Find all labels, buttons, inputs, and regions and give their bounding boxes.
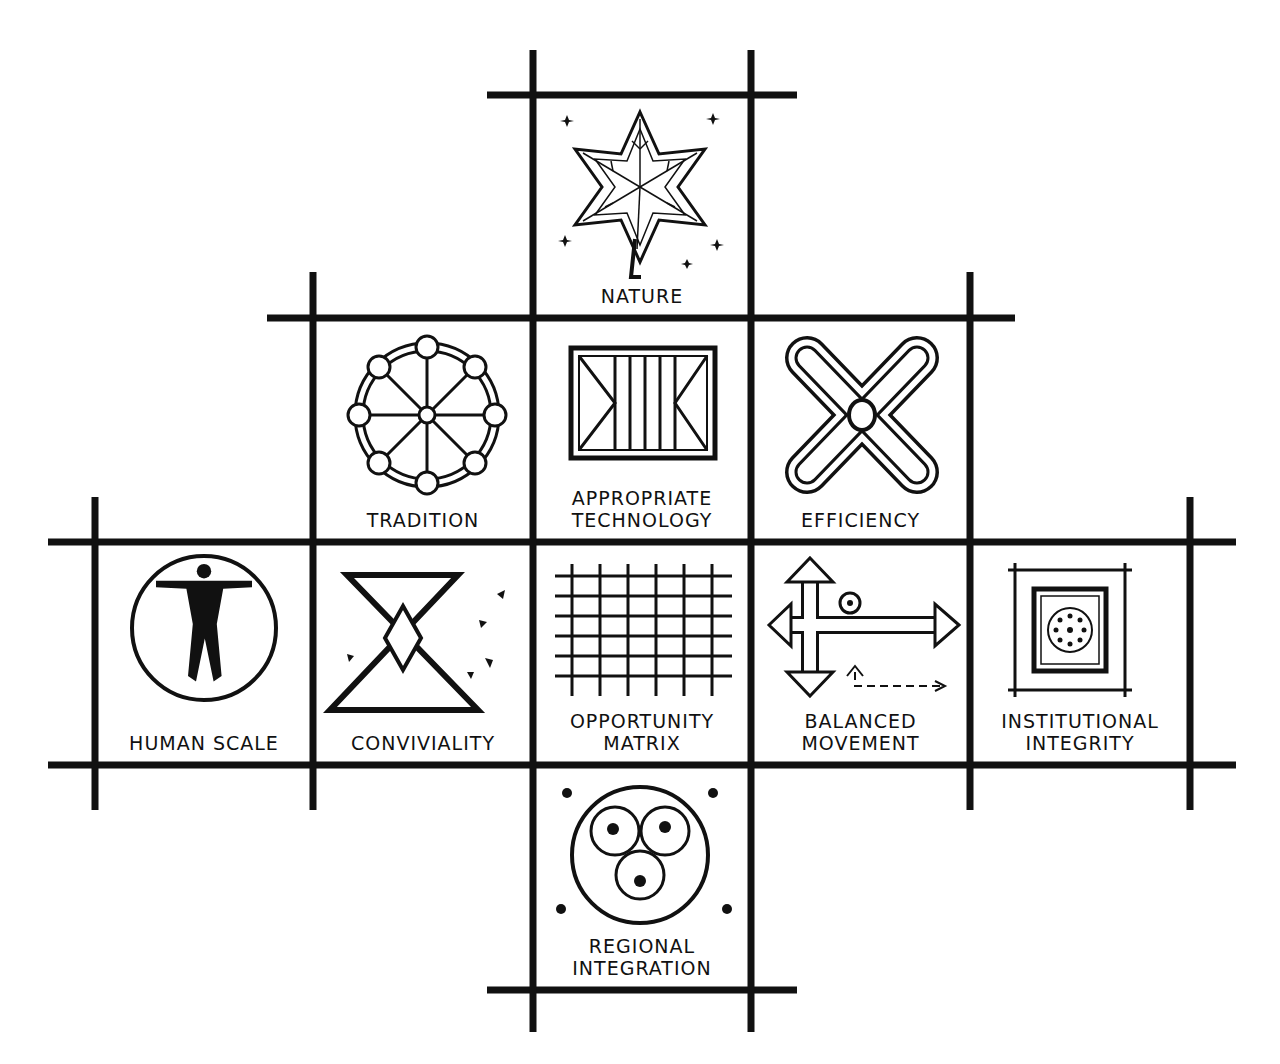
arrows-symbol — [769, 558, 959, 696]
tile-label: CONVIVIALITY — [321, 733, 525, 755]
tile-label: HUMAN SCALE — [103, 733, 305, 755]
symbol-tile: EFFICIENCY — [755, 322, 966, 538]
symbol-tile: CONVIVIALITY — [317, 546, 529, 761]
nested-square-symbol — [1008, 563, 1132, 697]
frame-symbol — [571, 348, 715, 458]
tile-label: INSTITUTIONAL INTEGRITY — [978, 711, 1182, 755]
symbol-tile: TRADITION — [317, 322, 529, 538]
tile-label: BALANCED MOVEMENT — [759, 711, 962, 755]
symbol-tile: NATURE — [537, 99, 747, 314]
symbol-tile: BALANCED MOVEMENT — [755, 546, 966, 761]
cross-blob-symbol — [807, 358, 917, 472]
symbol-tile: APPROPRIATE TECHNOLOGY — [537, 322, 747, 538]
tile-label: TRADITION — [321, 510, 525, 532]
tile-label: REGIONAL INTEGRATION — [541, 936, 743, 980]
symbol-tile: OPPORTUNITY MATRIX — [537, 546, 747, 761]
wheel-symbol — [348, 336, 506, 494]
leaf-symbol — [558, 112, 724, 277]
symbol-tile: INSTITUTIONAL INTEGRITY — [974, 546, 1186, 761]
symbol-tile: HUMAN SCALE — [99, 546, 309, 761]
grid-lines — [48, 50, 1236, 1032]
human-figure-symbol — [132, 556, 276, 700]
tile-label: OPPORTUNITY MATRIX — [541, 711, 743, 755]
symbol-tile: REGIONAL INTEGRATION — [537, 769, 747, 986]
matrix-grid-symbol — [555, 564, 732, 696]
tile-label: EFFICIENCY — [759, 510, 962, 532]
hourglass-symbol — [330, 575, 505, 710]
tile-label: NATURE — [541, 286, 743, 308]
rings-symbol — [556, 787, 732, 923]
tile-label: APPROPRIATE TECHNOLOGY — [541, 488, 743, 532]
